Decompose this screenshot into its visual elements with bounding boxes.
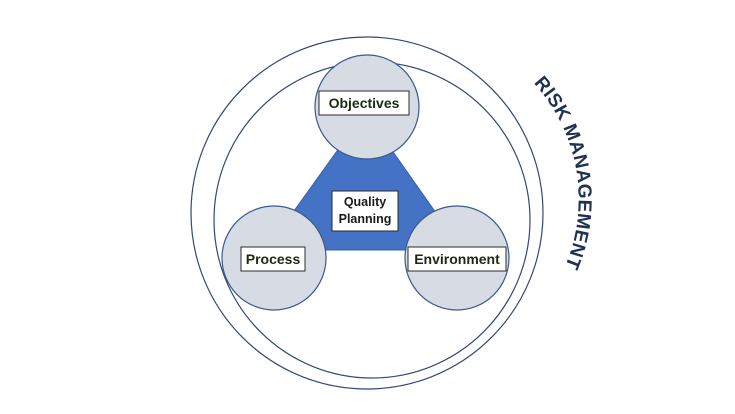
quality-planning-triangle [265,111,463,251]
environment-label: Environment [407,246,507,272]
objectives-text: Objectives [329,95,400,111]
center-label-line2: Planning [339,212,392,226]
process-text: Process [246,251,301,267]
objectives-label: Objectives [318,90,410,116]
center-label-line1: Quality [344,195,386,209]
process-label: Process [240,246,306,272]
environment-text: Environment [414,251,500,267]
quality-planning-label: Quality Planning [331,190,399,232]
